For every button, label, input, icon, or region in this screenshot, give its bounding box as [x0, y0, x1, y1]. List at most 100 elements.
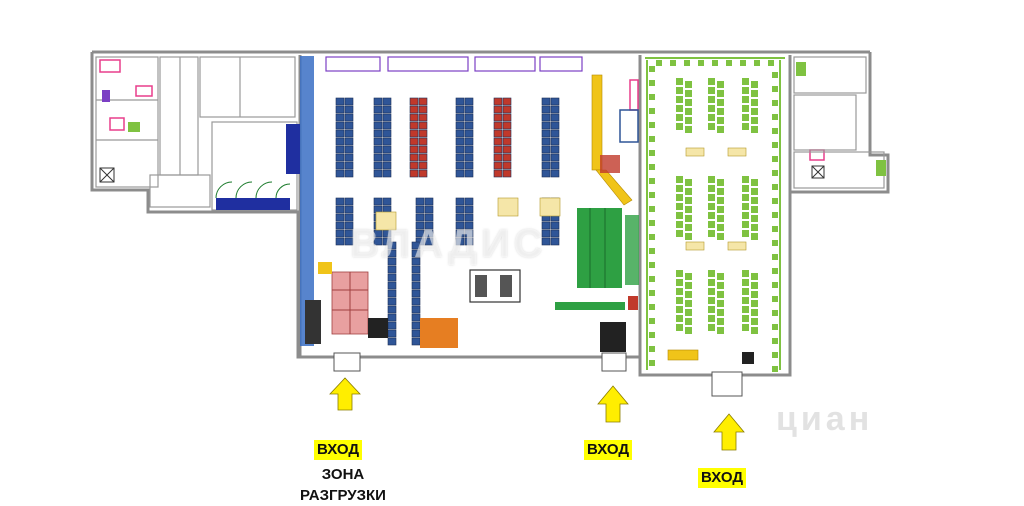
plant	[717, 282, 724, 289]
shelf-unit	[550, 229, 560, 238]
plant	[649, 346, 655, 352]
plant	[772, 128, 778, 134]
shelf-unit	[344, 137, 354, 146]
plant	[751, 273, 758, 280]
shelf-unit	[455, 113, 465, 122]
top-fridges	[325, 56, 583, 72]
plant	[772, 212, 778, 218]
shelf-unit	[424, 197, 434, 206]
shelf-unit	[411, 329, 421, 338]
plant	[708, 297, 715, 304]
shelf-unit	[493, 153, 503, 162]
plant	[751, 126, 758, 133]
shelf-unit	[409, 113, 419, 122]
shelf-unit	[464, 205, 474, 214]
shelf-unit	[541, 237, 551, 246]
shelf-unit	[455, 153, 465, 162]
plant	[717, 327, 724, 334]
shelf-unit	[493, 113, 503, 122]
shelf-unit	[455, 129, 465, 138]
plant	[717, 108, 724, 115]
shelf-unit	[455, 221, 465, 230]
shelf-unit	[464, 169, 474, 178]
plant	[685, 273, 692, 280]
plant	[649, 206, 655, 212]
shelf-unit	[335, 129, 345, 138]
plant	[708, 176, 715, 183]
plant	[772, 198, 778, 204]
plant	[676, 176, 683, 183]
plant	[717, 309, 724, 316]
plant	[685, 188, 692, 195]
shelf-unit	[464, 113, 474, 122]
plant	[717, 117, 724, 124]
shelf-unit	[411, 337, 421, 346]
shelf-unit	[455, 237, 465, 246]
shelf-unit	[418, 105, 428, 114]
shelf-unit	[387, 249, 397, 258]
plant	[708, 114, 715, 121]
shelf-unit	[550, 97, 560, 106]
shelf-unit	[411, 321, 421, 330]
plant	[751, 179, 758, 186]
shelf-unit	[409, 145, 419, 154]
shelf-unit	[418, 153, 428, 162]
shelf-unit	[387, 297, 397, 306]
shelf-unit	[373, 237, 383, 246]
plant	[685, 224, 692, 231]
table	[727, 147, 747, 157]
plant	[742, 87, 749, 94]
shelf-unit	[411, 265, 421, 274]
plant	[649, 164, 655, 170]
shelf-unit	[344, 213, 354, 222]
shelf-unit	[550, 161, 560, 170]
shelf-unit	[541, 169, 551, 178]
shelf-unit	[382, 169, 392, 178]
entry-label-middle: ВХОД	[584, 440, 633, 460]
plant	[717, 224, 724, 231]
elevator	[99, 167, 115, 183]
unloading-zone-label-line2: РАЗГРУЗКИ	[300, 487, 386, 504]
plant	[708, 194, 715, 201]
plant	[676, 96, 683, 103]
plant	[708, 221, 715, 228]
plant	[772, 282, 778, 288]
plant	[649, 304, 655, 310]
table	[685, 241, 705, 251]
left-wall-shelves	[300, 56, 314, 346]
shelf-unit	[344, 153, 354, 162]
plant	[717, 233, 724, 240]
plant	[751, 117, 758, 124]
plant	[685, 318, 692, 325]
plant	[649, 192, 655, 198]
shelf-unit	[464, 161, 474, 170]
plant	[742, 270, 749, 277]
plant	[772, 310, 778, 316]
left-rooms	[95, 56, 298, 211]
plant	[717, 300, 724, 307]
shelf-unit	[335, 237, 345, 246]
shelf-unit	[541, 121, 551, 130]
shelf-unit	[550, 113, 560, 122]
shelf-unit	[415, 197, 425, 206]
shelf-unit	[411, 313, 421, 322]
shelf-unit	[493, 137, 503, 146]
plant	[676, 78, 683, 85]
shelf-unit	[373, 197, 383, 206]
right-hall-walls	[645, 57, 785, 370]
plant	[742, 324, 749, 331]
watermark-vladis: ВЛАДИС	[350, 222, 547, 266]
shelf-unit	[550, 221, 560, 230]
shelf-unit	[344, 197, 354, 206]
shelf-unit	[344, 97, 354, 106]
plant	[649, 178, 655, 184]
plant	[751, 81, 758, 88]
plant	[685, 126, 692, 133]
plant	[742, 288, 749, 295]
shelf-unit	[502, 121, 512, 130]
shelf-unit	[344, 205, 354, 214]
shelf-unit	[411, 241, 421, 250]
shelf-unit	[464, 229, 474, 238]
shelf-unit	[344, 129, 354, 138]
shelf-unit	[335, 137, 345, 146]
